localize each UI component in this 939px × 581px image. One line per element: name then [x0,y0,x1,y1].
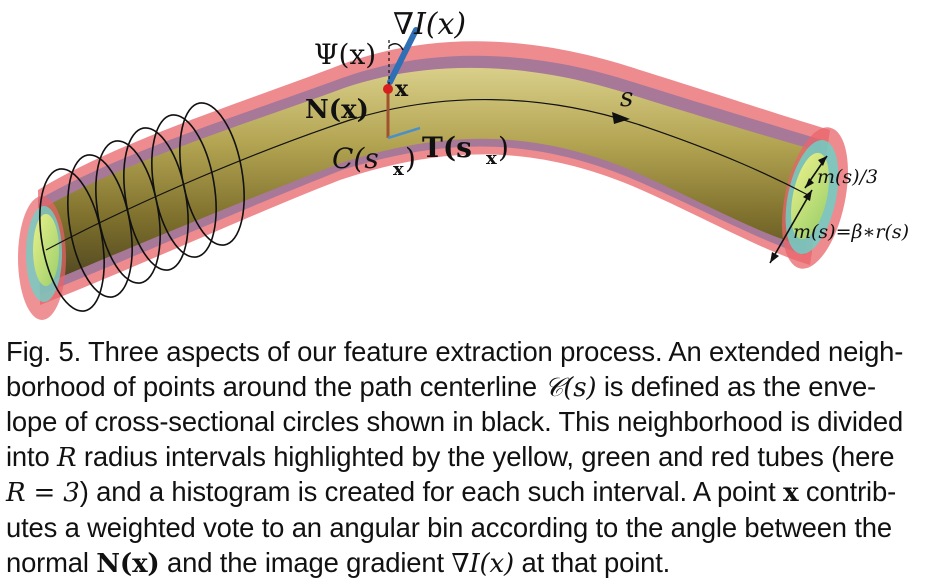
caption-line-6: utes a weighted vote to an angular bin a… [6,511,892,543]
s-label: s [620,83,633,113]
m-third-label: m(s)/3 [817,166,878,188]
m-arrowhead-b [803,190,812,201]
psi-angle-arc [388,43,404,51]
caption-text: ) and a histogram is created for each su… [79,476,784,508]
tangent-vector [387,126,421,140]
centerline-sub-label: x [393,159,404,180]
psi-label: Ψ(x) [314,38,376,71]
caption-text: borhood of points around the path center… [6,370,545,402]
caption-line-1: Fig. 5. Three aspects of our feature ext… [6,336,904,367]
tube-illustration: ∇I(x) Ψ(x) x N(x) s C(s x ) T(s x ) m(s)… [18,7,909,320]
normal-label: N(x) [305,95,369,125]
m-arrow [769,189,813,264]
centerline-label: C(s [332,142,379,175]
caption-math: 𝒞(s) [544,372,597,403]
tube-figure: ∇I(x) Ψ(x) x N(x) s C(s x ) T(s x ) m(s)… [18,7,909,320]
caption-math: R = 3 [6,478,80,509]
caption-math: x [783,478,799,509]
caption-line-3: lope of cross-sectional circles shown in… [6,406,904,438]
caption-math: R [57,442,77,473]
caption-line-5: R = 3) and a histogram is created for ea… [6,475,932,511]
tangent-sub-label: x [486,148,497,169]
centerline-arrowhead [612,112,630,124]
caption-text: at that point. [514,546,671,578]
m-arrowhead-a [770,252,779,263]
caption-text: is defined as the enve- [596,370,877,402]
tangent-close-paren: ) [498,131,509,164]
caption-text: and the image gradient [159,546,452,578]
point-x-label: x [395,76,409,102]
caption-math: ∇I(x) [451,548,515,579]
figure-caption: Fig. 5. Three aspects of our feature ext… [6,335,932,581]
point-x [383,84,393,94]
caption-math: N(x) [96,548,160,579]
gradient-arrow [387,27,419,85]
caption-text: normal [6,546,97,578]
centerline-close-paren: ) [405,142,416,175]
cross-section-circles [39,102,245,312]
m-label: m(s)=β∗r(s) [793,221,909,243]
m-third-arrowhead-b [805,178,814,188]
gradient-label: ∇I(x) [393,7,466,42]
caption-text: contrib- [798,476,897,508]
caption-text: radius intervals highlighted by the yell… [76,440,895,472]
caption-line-2: borhood of points around the path center… [6,370,932,406]
inner-tube [40,67,815,285]
caption-text: into [6,440,58,472]
caption-line-4: into R radius intervals highlighted by t… [6,440,932,476]
centerline [45,99,811,251]
caption-line-7: normal N(x) and the image gradient ∇I(x)… [6,546,932,581]
m-third-arrowhead-a [818,156,827,166]
tangent-label: T(s [422,131,472,164]
